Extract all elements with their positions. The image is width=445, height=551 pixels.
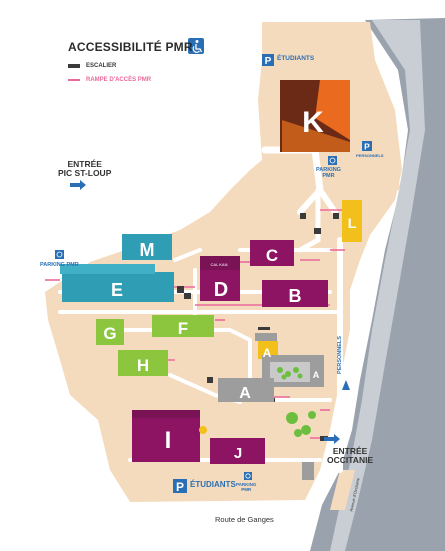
arrow-right-icon (70, 180, 86, 190)
tree-icon (277, 367, 303, 380)
building-A-east-label: A (313, 370, 320, 380)
building-C[interactable] (250, 240, 294, 266)
wheelchair-icon (55, 250, 64, 259)
arrow-up-icon (342, 380, 350, 390)
etudiants-top-label: ÉTUDIANTS (277, 55, 315, 62)
building-B-label: B (289, 286, 302, 306)
building-L[interactable] (342, 200, 362, 242)
building-M-label: M (140, 240, 155, 260)
building-G[interactable] (96, 319, 124, 345)
building-D[interactable] (200, 256, 240, 301)
personnels-side-label: PERSONNELS (337, 336, 343, 374)
building-H-label: H (137, 356, 149, 375)
avenue-strip (330, 470, 355, 510)
svg-text:P: P (364, 142, 370, 152)
building-M[interactable] (122, 234, 172, 260)
building-I-annex (132, 410, 200, 418)
parking-pmr-k-label: PARKING PMR (316, 167, 341, 179)
wheelchair-icon (328, 156, 337, 165)
building-L-label: L (348, 215, 357, 231)
map-title: ACCESSIBILITÉ PMR (68, 40, 193, 54)
personnel-area (352, 148, 400, 195)
building-G-label: G (103, 324, 116, 343)
river-inner (330, 20, 425, 551)
legend-stairs-label: ESCALIER (86, 63, 117, 69)
parking-icon: P (173, 479, 187, 494)
building-K[interactable] (280, 80, 350, 152)
parking-pmr-bottom-label: PARKING PMR (236, 482, 257, 492)
building-A-main-label: A (239, 385, 251, 402)
entree-pic-st-loup-label: ENTRÉE PIC ST-LOUP (58, 159, 112, 178)
building-C-label: C (266, 246, 278, 265)
wheelchair-icon (188, 38, 204, 54)
building-E-label: E (111, 280, 123, 300)
svg-text:P: P (176, 480, 184, 494)
entree-occitanie-label: ENTRÉE OCCITANIE (327, 446, 374, 465)
route-de-ganges-label: Route de Ganges (215, 515, 274, 524)
building-H[interactable] (118, 350, 168, 376)
svg-text:P: P (265, 56, 272, 67)
building-F[interactable] (152, 315, 214, 337)
building-I-marker (199, 426, 207, 434)
building-F-label: F (178, 319, 188, 338)
wheelchair-icon (244, 472, 252, 480)
legend-stairs-swatch (68, 64, 80, 68)
building-D-label: D (214, 279, 228, 301)
building-K-label: K (302, 106, 324, 139)
parking-icon: P (262, 54, 274, 67)
legend-ramp-swatch (68, 79, 80, 81)
garden-trees (286, 411, 316, 437)
building-E[interactable] (62, 272, 174, 302)
legend-ramp-label: RAMPE D'ACCÈS PMR (86, 77, 152, 83)
arrow-right-icon (324, 434, 340, 444)
building-J[interactable] (210, 438, 265, 464)
building-I-label: I (165, 427, 172, 454)
personnels-top-label: PERSONNELS (356, 153, 384, 158)
building-I[interactable] (132, 410, 200, 462)
building-J-label: J (234, 445, 242, 462)
pedestrian-marker (302, 462, 314, 480)
building-E-annex (60, 264, 155, 274)
building-A-yellow-label: A (263, 346, 272, 360)
etudiants-bottom-label: ÉTUDIANTS (190, 480, 236, 489)
building-B[interactable] (262, 280, 328, 307)
parking-icon: P (362, 141, 372, 152)
parking-pmr-left-label: PARKING PMR (40, 262, 79, 268)
cal-kan-label: CAL KAN (211, 262, 228, 267)
